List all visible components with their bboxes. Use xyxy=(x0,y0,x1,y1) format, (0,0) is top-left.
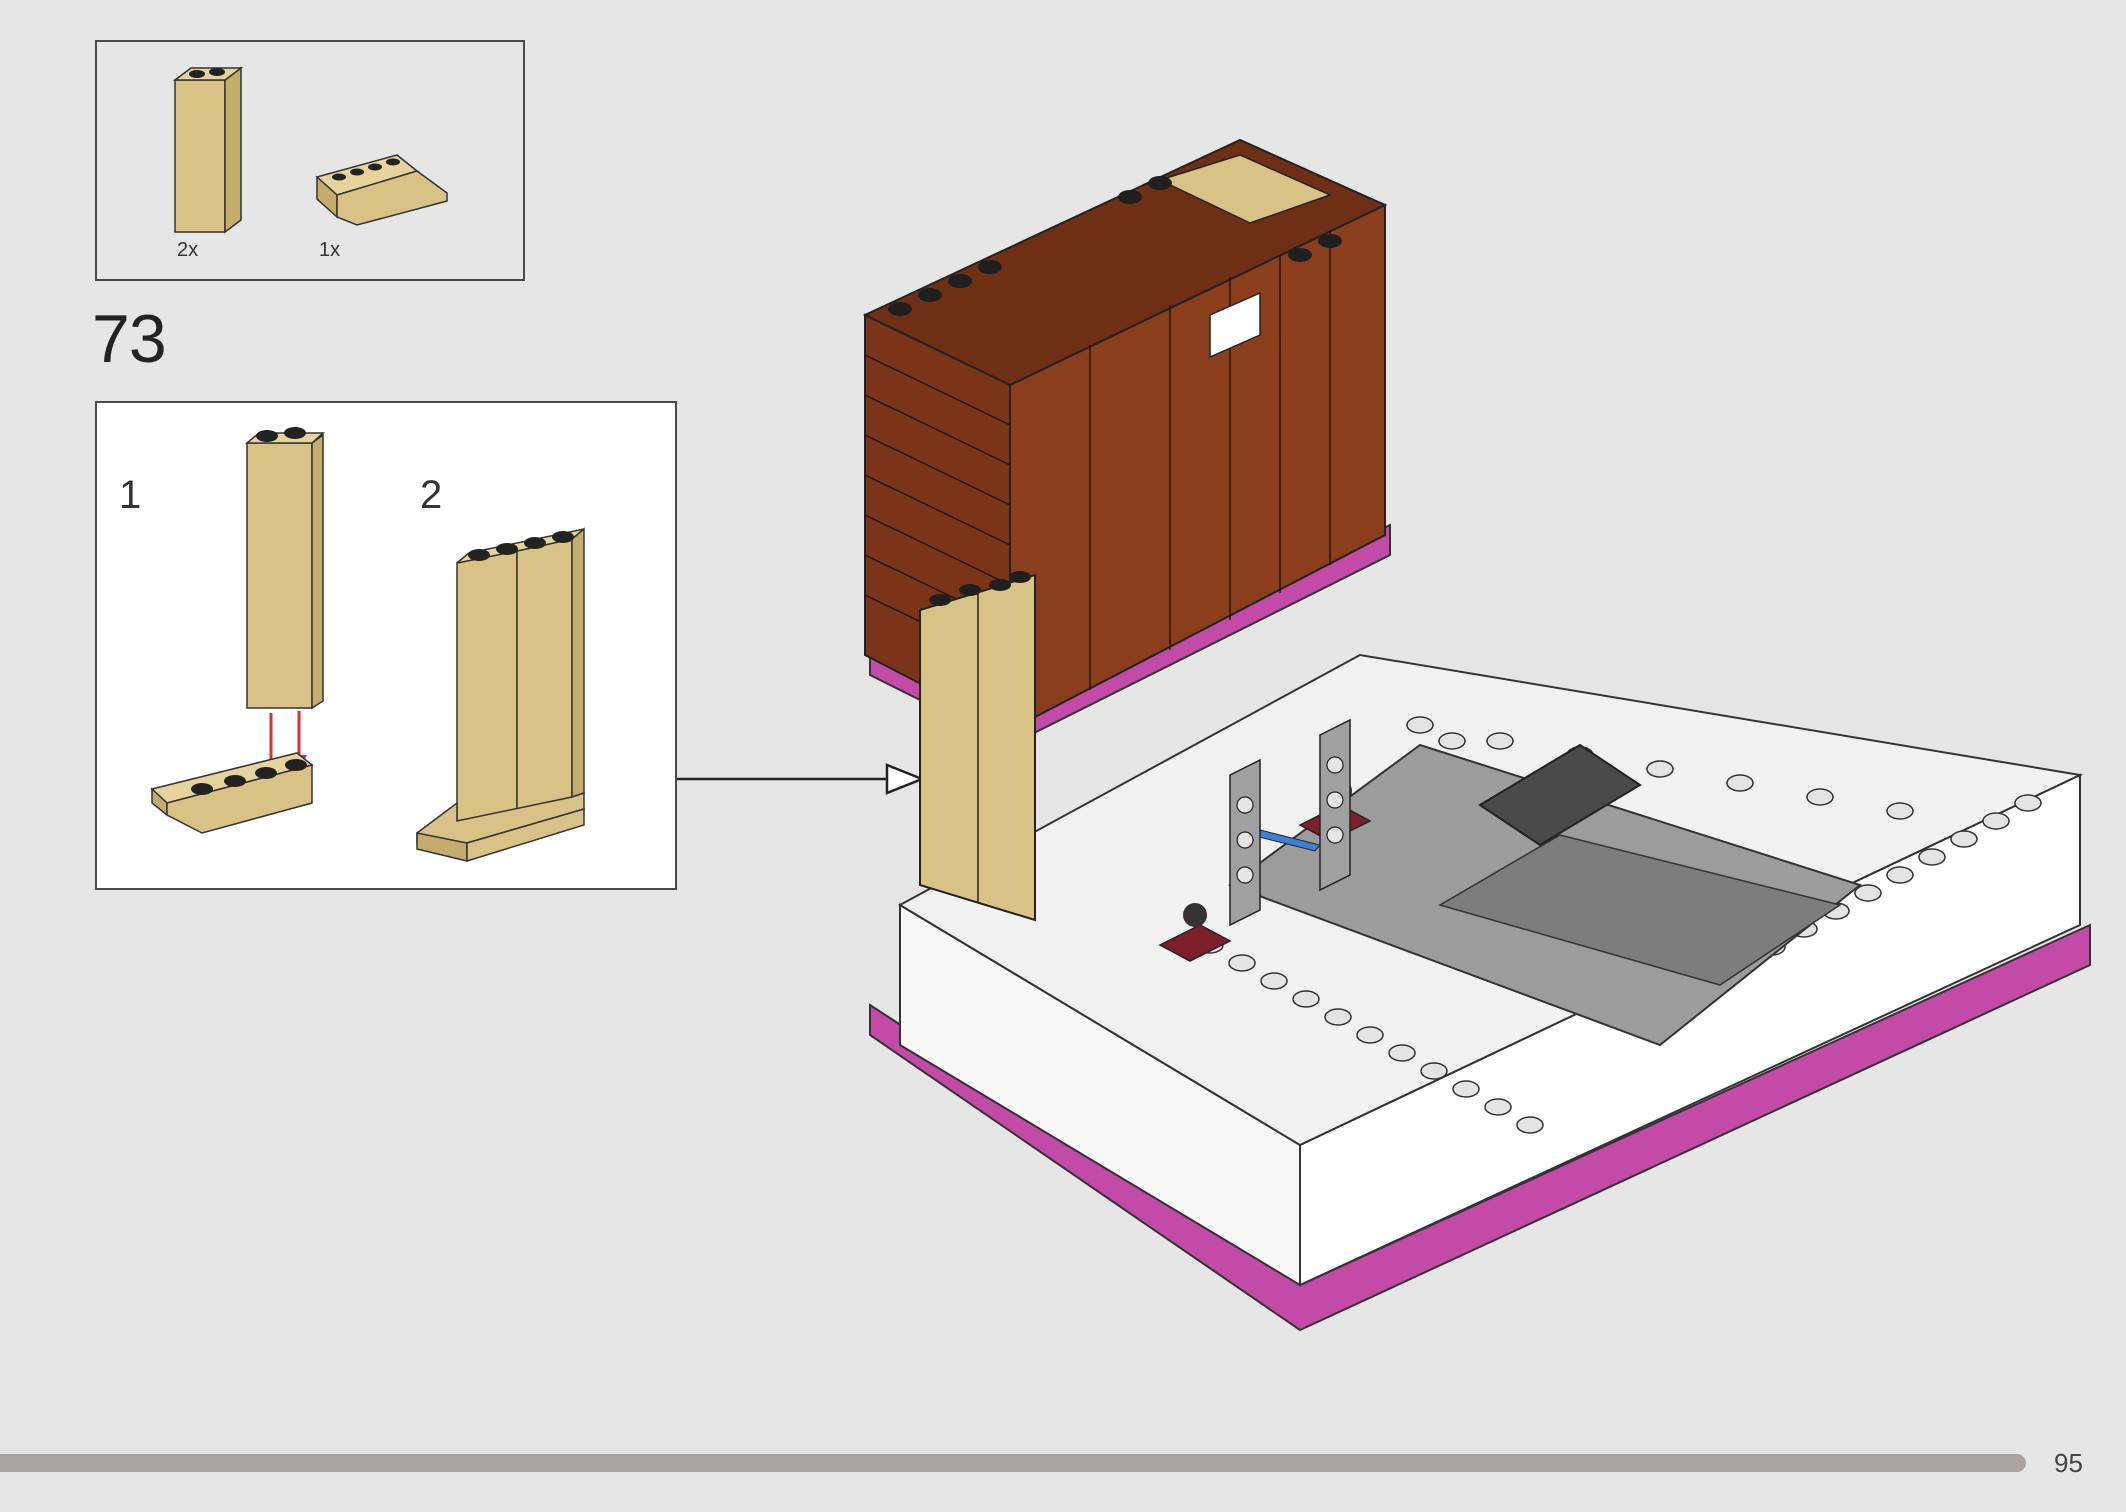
main-model-illustration xyxy=(862,138,2091,1332)
tan-brick-1x2x3-icon xyxy=(172,66,244,234)
sub-step-label-2: 2 xyxy=(420,473,443,517)
sub-step-1-illustration xyxy=(244,427,325,778)
callout-arrow xyxy=(677,763,926,795)
part-count-1: 2x xyxy=(177,239,199,261)
sub-assembly-box: 1 2 xyxy=(95,401,677,890)
part-count-2: 1x xyxy=(319,239,341,261)
sub-step-2-illustration xyxy=(416,527,585,863)
tan-slope-brick-icon xyxy=(315,154,448,226)
sub-step-label-1: 1 xyxy=(119,473,142,517)
page-number: 95 xyxy=(2054,1448,2083,1478)
progress-bar xyxy=(0,1454,2026,1472)
step-number: 73 xyxy=(92,301,167,377)
slope-brick-sub-1 xyxy=(150,752,314,834)
parts-list-box: 2x 1x xyxy=(95,40,525,281)
